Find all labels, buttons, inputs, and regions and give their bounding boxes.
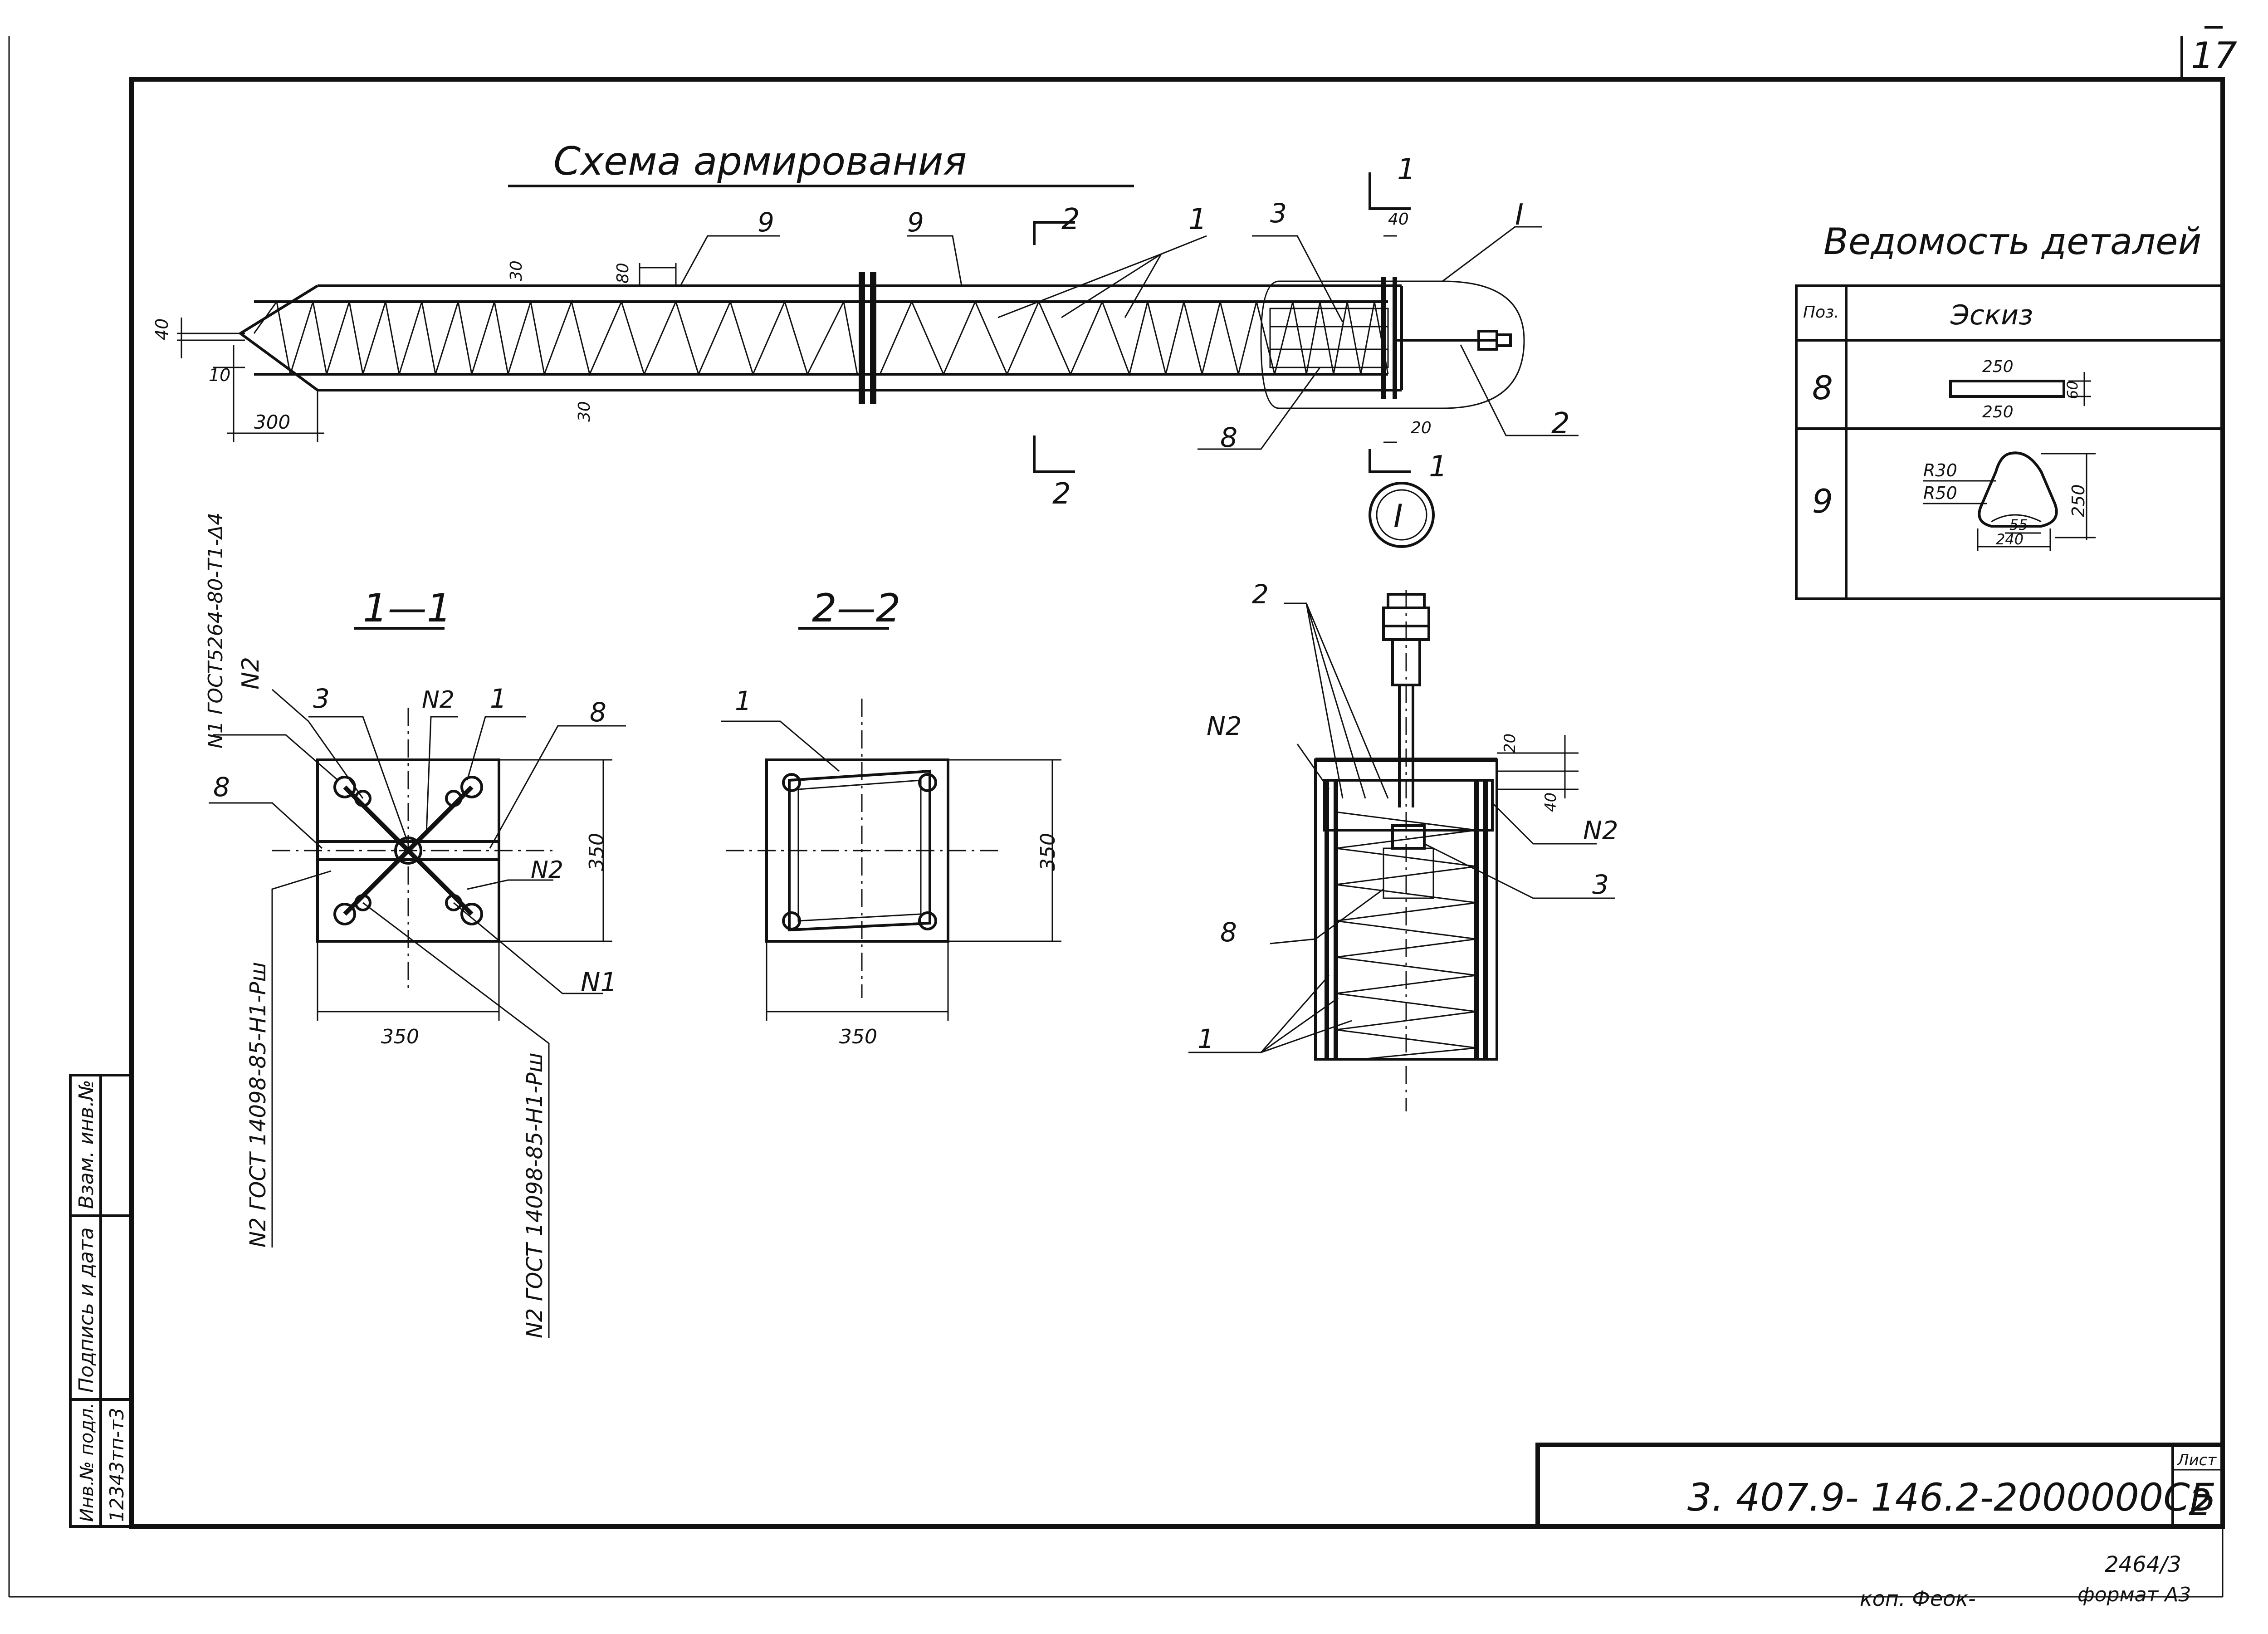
dim-20-head: 20 [1411,419,1432,437]
sec11-note-n2-gost-right: N2 ГОСТ 14098-85-Н1-Рш [522,1052,547,1338]
section-1-1-title: 1—1 [363,586,451,631]
node-dim-20: 20 [1501,734,1519,753]
section-2-2-title: 2—2 [812,586,900,631]
drawing-title: Схема армирования [553,139,967,184]
dim-30-bottom: 30 [575,401,594,422]
details-row9-r1: R30 [1923,460,1957,480]
cut-1-top: 1 [1397,153,1416,186]
stamp-sign-date: Подпись и дата [75,1228,98,1393]
node-label-3: 3 [1592,869,1609,900]
details-row9-width: 240 [1996,531,2024,548]
details-row9-height: 250 [2068,484,2088,517]
dim-40-tip: 40 [152,318,172,340]
details-col-sketch: Эскиз [1950,299,2033,331]
sheet-label: Лист [2176,1451,2217,1469]
node-label-1: 1 [1198,1023,1214,1054]
pos-8-elev: 8 [1220,422,1237,454]
side-stamp [69,1074,133,1528]
dim-80: 80 [614,263,632,284]
pos-9-right: 9 [907,207,924,238]
dim-10: 10 [209,365,230,385]
copied-by: коп. Феок- [1860,1586,1976,1611]
sec11-label-n2-right: N2 [531,856,563,884]
node-label-2: 2 [1252,579,1269,610]
node-view [1188,590,1615,1111]
sec11-label-8-right: 8 [590,697,606,728]
sec11-label-1: 1 [490,683,507,714]
details-row8-dim-bottom: 250 [1982,403,2014,421]
doc-code: 3. 407.9- 146.2-2000000СБ [1687,1475,2216,1520]
node-label: I [1515,198,1524,232]
stamp-inv-orig: Инв.№ подл. [77,1403,98,1522]
pos-3-elev: 3 [1270,198,1287,229]
dim-300: 300 [254,411,290,433]
node-label-n2-right: N2 [1583,816,1618,846]
sec11-label-n1: N1 [581,967,617,998]
details-row8-dim-top: 250 [1982,357,2014,376]
details-col-pos: Поз. [1803,303,1839,322]
sheet-format: формат А3 [2077,1583,2191,1606]
dim-30-top: 30 [507,260,526,281]
node-dim-40: 40 [1542,793,1560,812]
details-row8-dim-right: 60 [2064,381,2081,399]
sec11-note-n1-gost: N1 ГОСТ5264-80-Т1-Δ4 [204,513,227,749]
details-row9-pos: 9 [1812,482,1833,520]
details-row9-inner: 55 [2009,516,2028,533]
dim-40-head: 40 [1388,210,1409,229]
stamp-inv-orig-value: 12343тп-т3 [106,1408,128,1522]
sheet-frame [8,26,2225,1598]
cut-1-bottom: 1 [1429,450,1447,484]
sec11-label-3: 3 [313,683,330,714]
title-block [1535,1443,2225,1529]
sec11-label-n2-top: N2 [237,657,264,690]
sec11-label-8-left: 8 [213,772,230,802]
section-1-1 [209,627,626,1338]
details-table [1795,284,2224,600]
node-callout-label: I [1393,498,1403,535]
elevation-view [177,172,1579,548]
details-row8-pos: 8 [1812,369,1833,407]
sec22-label-1: 1 [735,685,752,716]
sec22-dim-width: 350 [839,1025,877,1048]
cut-2-top: 2 [1061,203,1080,236]
details-table-title: Ведомость деталей [1823,220,2201,263]
order-number: 2464/3 [2105,1552,2181,1577]
stamp-replace-inv: Взам. инв.№ [75,1080,98,1209]
sec22-dim-height: 350 [1036,833,1060,871]
pos-1-elev: 1 [1188,203,1207,236]
node-label-8: 8 [1220,917,1237,948]
cut-2-bottom: 2 [1052,477,1071,511]
pos-9-left: 9 [758,207,774,238]
sec11-dim-height: 350 [585,833,608,871]
sec11-label-n2-mid: N2 [422,686,455,714]
corner-sheet-number: 17 [2191,34,2237,77]
section-2-2 [721,627,1061,1021]
pos-2-elev: 2 [1551,407,1570,440]
node-label-n2-left: N2 [1207,712,1242,741]
sec11-dim-width: 350 [381,1025,419,1048]
sheet-number: 2 [2189,1482,2212,1524]
details-row9-r2: R50 [1923,483,1957,503]
sec11-note-n2-gost-left: N2 ГОСТ 14098-85-Н1-Рш [245,962,271,1248]
